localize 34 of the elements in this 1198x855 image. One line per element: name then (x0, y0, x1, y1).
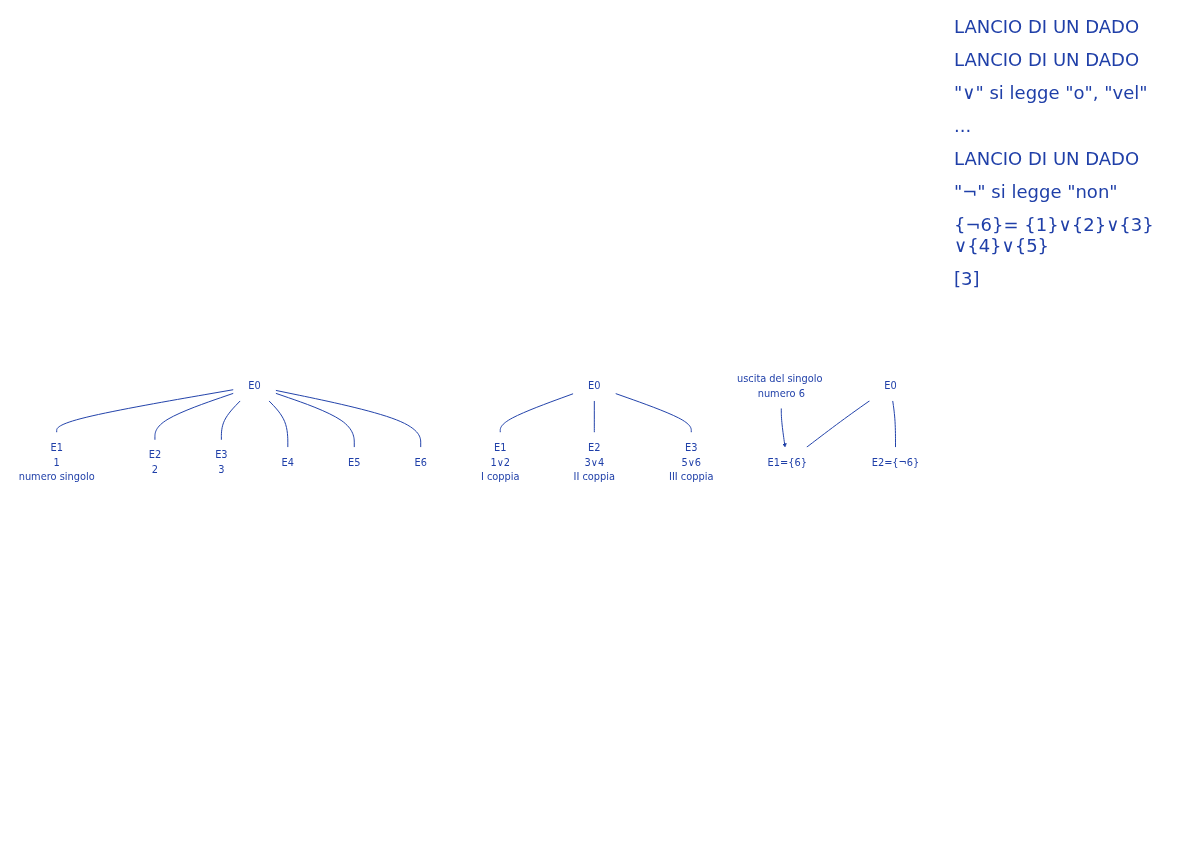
note-text: LANCIO DI UN DADO (954, 148, 1141, 169)
node-text: E0 (884, 379, 897, 392)
note-text: LANCIO DI UN DADO (954, 16, 1141, 37)
node-text: E2 2 (148, 448, 162, 476)
node-text: E1 1∨2 I coppia (480, 441, 520, 483)
connector (275, 392, 355, 448)
note-text: {¬6}= {1}∨{2}∨{3}∨{4}∨{5} (954, 214, 1155, 256)
node-text: E3 5∨6 III coppia (669, 441, 714, 483)
connector (56, 388, 235, 433)
node-text: E4 (281, 455, 295, 468)
connector (154, 392, 235, 441)
note-text: "∨" si legge "o", "vel" (954, 82, 1149, 103)
node-text: E6 (414, 455, 427, 468)
note-text: "¬" si legge "non" (954, 181, 1119, 202)
node-text: E2={¬6} (871, 455, 920, 468)
connector (499, 392, 574, 433)
note-text: LANCIO DI UN DADO (954, 49, 1141, 70)
connector (892, 400, 896, 448)
note-text: [3] (954, 268, 981, 289)
node-text: E1={6} (767, 455, 807, 468)
connector (275, 389, 422, 448)
node-text: uscita del singolo numero 6 (736, 372, 823, 400)
node-text: E3 3 (215, 448, 228, 476)
node-text: E5 (348, 455, 361, 468)
node-text: E1 1 numero singolo (18, 441, 95, 483)
node-text: E2 3∨4 II coppia (573, 441, 616, 483)
connector (614, 392, 692, 433)
note-text: ... (954, 115, 973, 136)
connector (268, 400, 289, 448)
node-text: E0 (588, 379, 601, 392)
connector (806, 400, 871, 448)
node-text: E0 (248, 379, 261, 392)
connector (220, 400, 241, 441)
connector (593, 400, 595, 433)
